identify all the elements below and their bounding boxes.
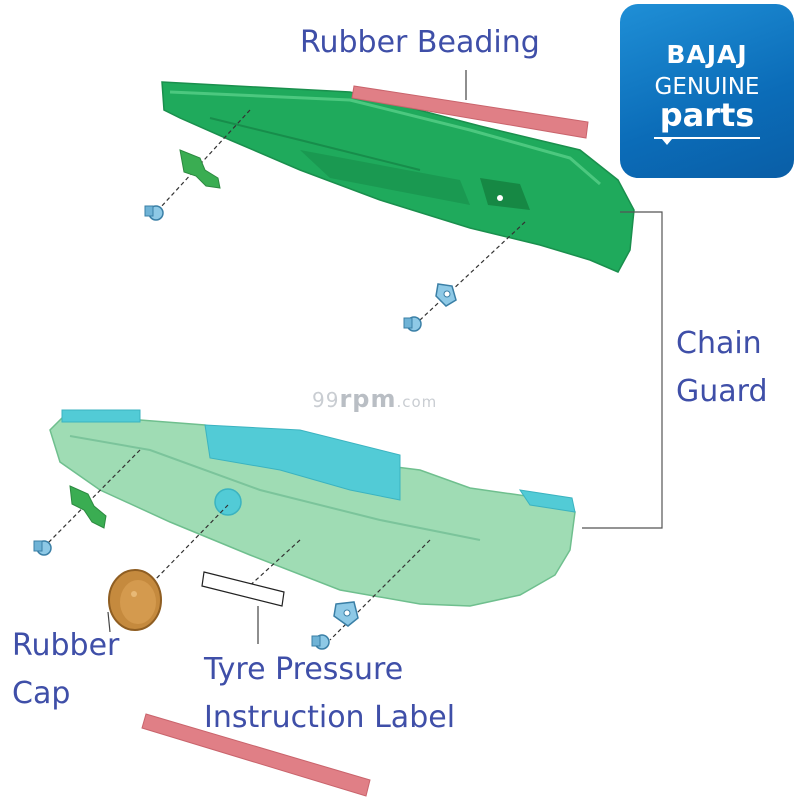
clip-icon xyxy=(69,485,107,529)
bolt-icon xyxy=(311,634,330,650)
assembly-lines xyxy=(45,109,526,641)
clip-icon xyxy=(179,149,221,189)
tyre-pressure-label-line1: Tyre Pressure xyxy=(204,652,404,687)
upper-chain-guard xyxy=(161,81,635,273)
tyre-pressure-label: Tyre Pressure Instruction Label xyxy=(204,646,455,742)
washer-icon xyxy=(435,283,457,307)
watermark-start: 99 xyxy=(312,388,340,412)
brand-underline xyxy=(654,137,760,145)
rubber-cap xyxy=(108,569,162,631)
brand-name: BAJAJ xyxy=(666,40,748,69)
brand-logo: BAJAJ GENUINE parts xyxy=(620,4,794,178)
upper-rubber-beading xyxy=(351,85,589,139)
lower-chain-guard xyxy=(49,409,576,607)
rubber-cap-label: Rubber Cap xyxy=(12,622,119,718)
rubber-cap-label-line2: Cap xyxy=(12,676,71,711)
bolt-icon xyxy=(144,205,164,221)
tyre-pressure-label-part xyxy=(201,571,285,607)
watermark-mid: rpm xyxy=(339,385,397,413)
bolt-icon xyxy=(403,316,422,332)
tyre-pressure-label-line2: Instruction Label xyxy=(204,700,456,735)
lower-rubber-beading xyxy=(141,713,371,797)
watermark-end: .com xyxy=(396,393,438,411)
watermark: 99rpm.com xyxy=(312,385,437,413)
brand-parts: parts xyxy=(659,96,755,134)
chain-guard-bracket xyxy=(582,211,663,529)
rubber-beading-label: Rubber Beading xyxy=(300,25,540,60)
chain-guard-label-line2: Guard xyxy=(676,374,768,409)
leader-lines xyxy=(107,70,467,644)
chain-guard-label: Chain Guard xyxy=(676,320,768,416)
chain-guard-label-line1: Chain xyxy=(676,326,762,361)
brand-subtitle: GENUINE xyxy=(654,74,760,100)
washer-icon xyxy=(333,601,359,627)
rubber-cap-label-line1: Rubber xyxy=(12,628,120,663)
bolt-icon xyxy=(33,540,52,556)
